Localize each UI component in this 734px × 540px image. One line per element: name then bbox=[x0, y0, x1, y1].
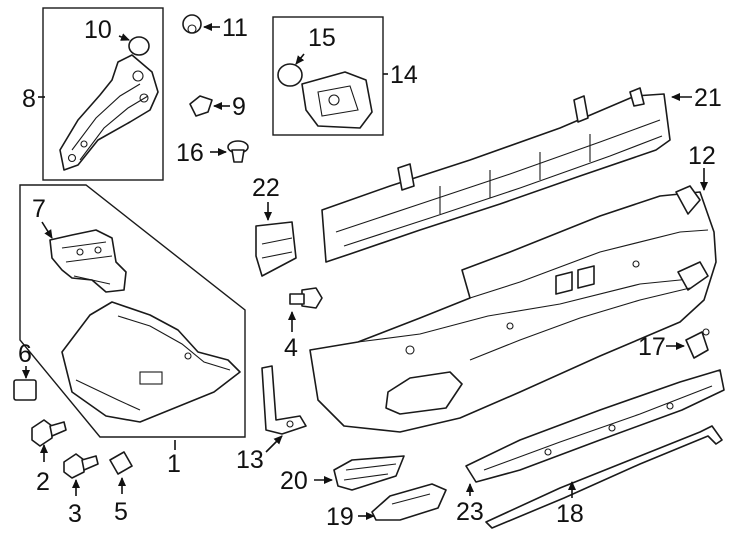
callout-20: 20 bbox=[280, 467, 308, 495]
bumper-fascia-part-12 bbox=[309, 185, 717, 433]
leader-7 bbox=[41, 221, 53, 239]
callout-3: 3 bbox=[68, 500, 82, 528]
clip-part-10 bbox=[128, 36, 150, 56]
bolt-part-3 bbox=[63, 453, 99, 479]
cap-part-17 bbox=[685, 328, 710, 359]
valance-part-23 bbox=[465, 369, 725, 483]
callout-7: 7 bbox=[32, 195, 46, 223]
callout-11: 11 bbox=[222, 14, 248, 42]
callout-9: 9 bbox=[232, 93, 246, 121]
reflector-part-20 bbox=[333, 455, 405, 491]
bumper-end-cover-part-1 bbox=[61, 301, 241, 423]
molding-part-18 bbox=[485, 425, 723, 529]
callout-19: 19 bbox=[326, 503, 354, 531]
callout-18: 18 bbox=[556, 500, 584, 528]
callout-10: 10 bbox=[84, 16, 112, 44]
callout-2: 2 bbox=[36, 468, 50, 496]
part-1-group-box bbox=[19, 184, 246, 438]
leader-13 bbox=[265, 435, 283, 453]
callout-14: 14 bbox=[390, 61, 418, 89]
callout-1: 1 bbox=[167, 450, 181, 478]
bracket-part-13 bbox=[261, 365, 307, 435]
callout-4: 4 bbox=[284, 334, 298, 362]
part-14-group-box bbox=[272, 16, 384, 136]
bracket-part-14 bbox=[301, 71, 373, 129]
bracket-part-8 bbox=[59, 54, 159, 171]
push-pin-part-16 bbox=[227, 140, 249, 163]
trim-part-19 bbox=[371, 483, 447, 521]
clip-part-9 bbox=[189, 95, 213, 117]
bracket-part-22 bbox=[255, 221, 297, 277]
callout-5: 5 bbox=[114, 498, 128, 526]
impact-bar-part-21 bbox=[321, 87, 671, 263]
bolt-part-2 bbox=[31, 419, 67, 447]
clip-part-6 bbox=[13, 379, 37, 401]
callout-17: 17 bbox=[638, 333, 666, 361]
bracket-part-7 bbox=[49, 229, 127, 293]
push-pin-part-11 bbox=[182, 14, 202, 34]
callout-22: 22 bbox=[252, 174, 280, 202]
cap-part-15 bbox=[277, 63, 303, 87]
bolt-part-4 bbox=[289, 287, 323, 309]
callout-21: 21 bbox=[694, 84, 722, 112]
leader-15 bbox=[295, 53, 305, 65]
callout-8: 8 bbox=[22, 85, 36, 113]
nut-part-5 bbox=[109, 451, 133, 475]
callout-13: 13 bbox=[236, 446, 264, 474]
callout-15: 15 bbox=[308, 24, 336, 52]
leader-10 bbox=[118, 33, 130, 41]
callout-23: 23 bbox=[456, 498, 484, 526]
callout-16: 16 bbox=[176, 139, 204, 167]
callout-12: 12 bbox=[688, 142, 716, 170]
callout-6: 6 bbox=[18, 340, 32, 368]
part-8-group-box bbox=[42, 7, 164, 181]
